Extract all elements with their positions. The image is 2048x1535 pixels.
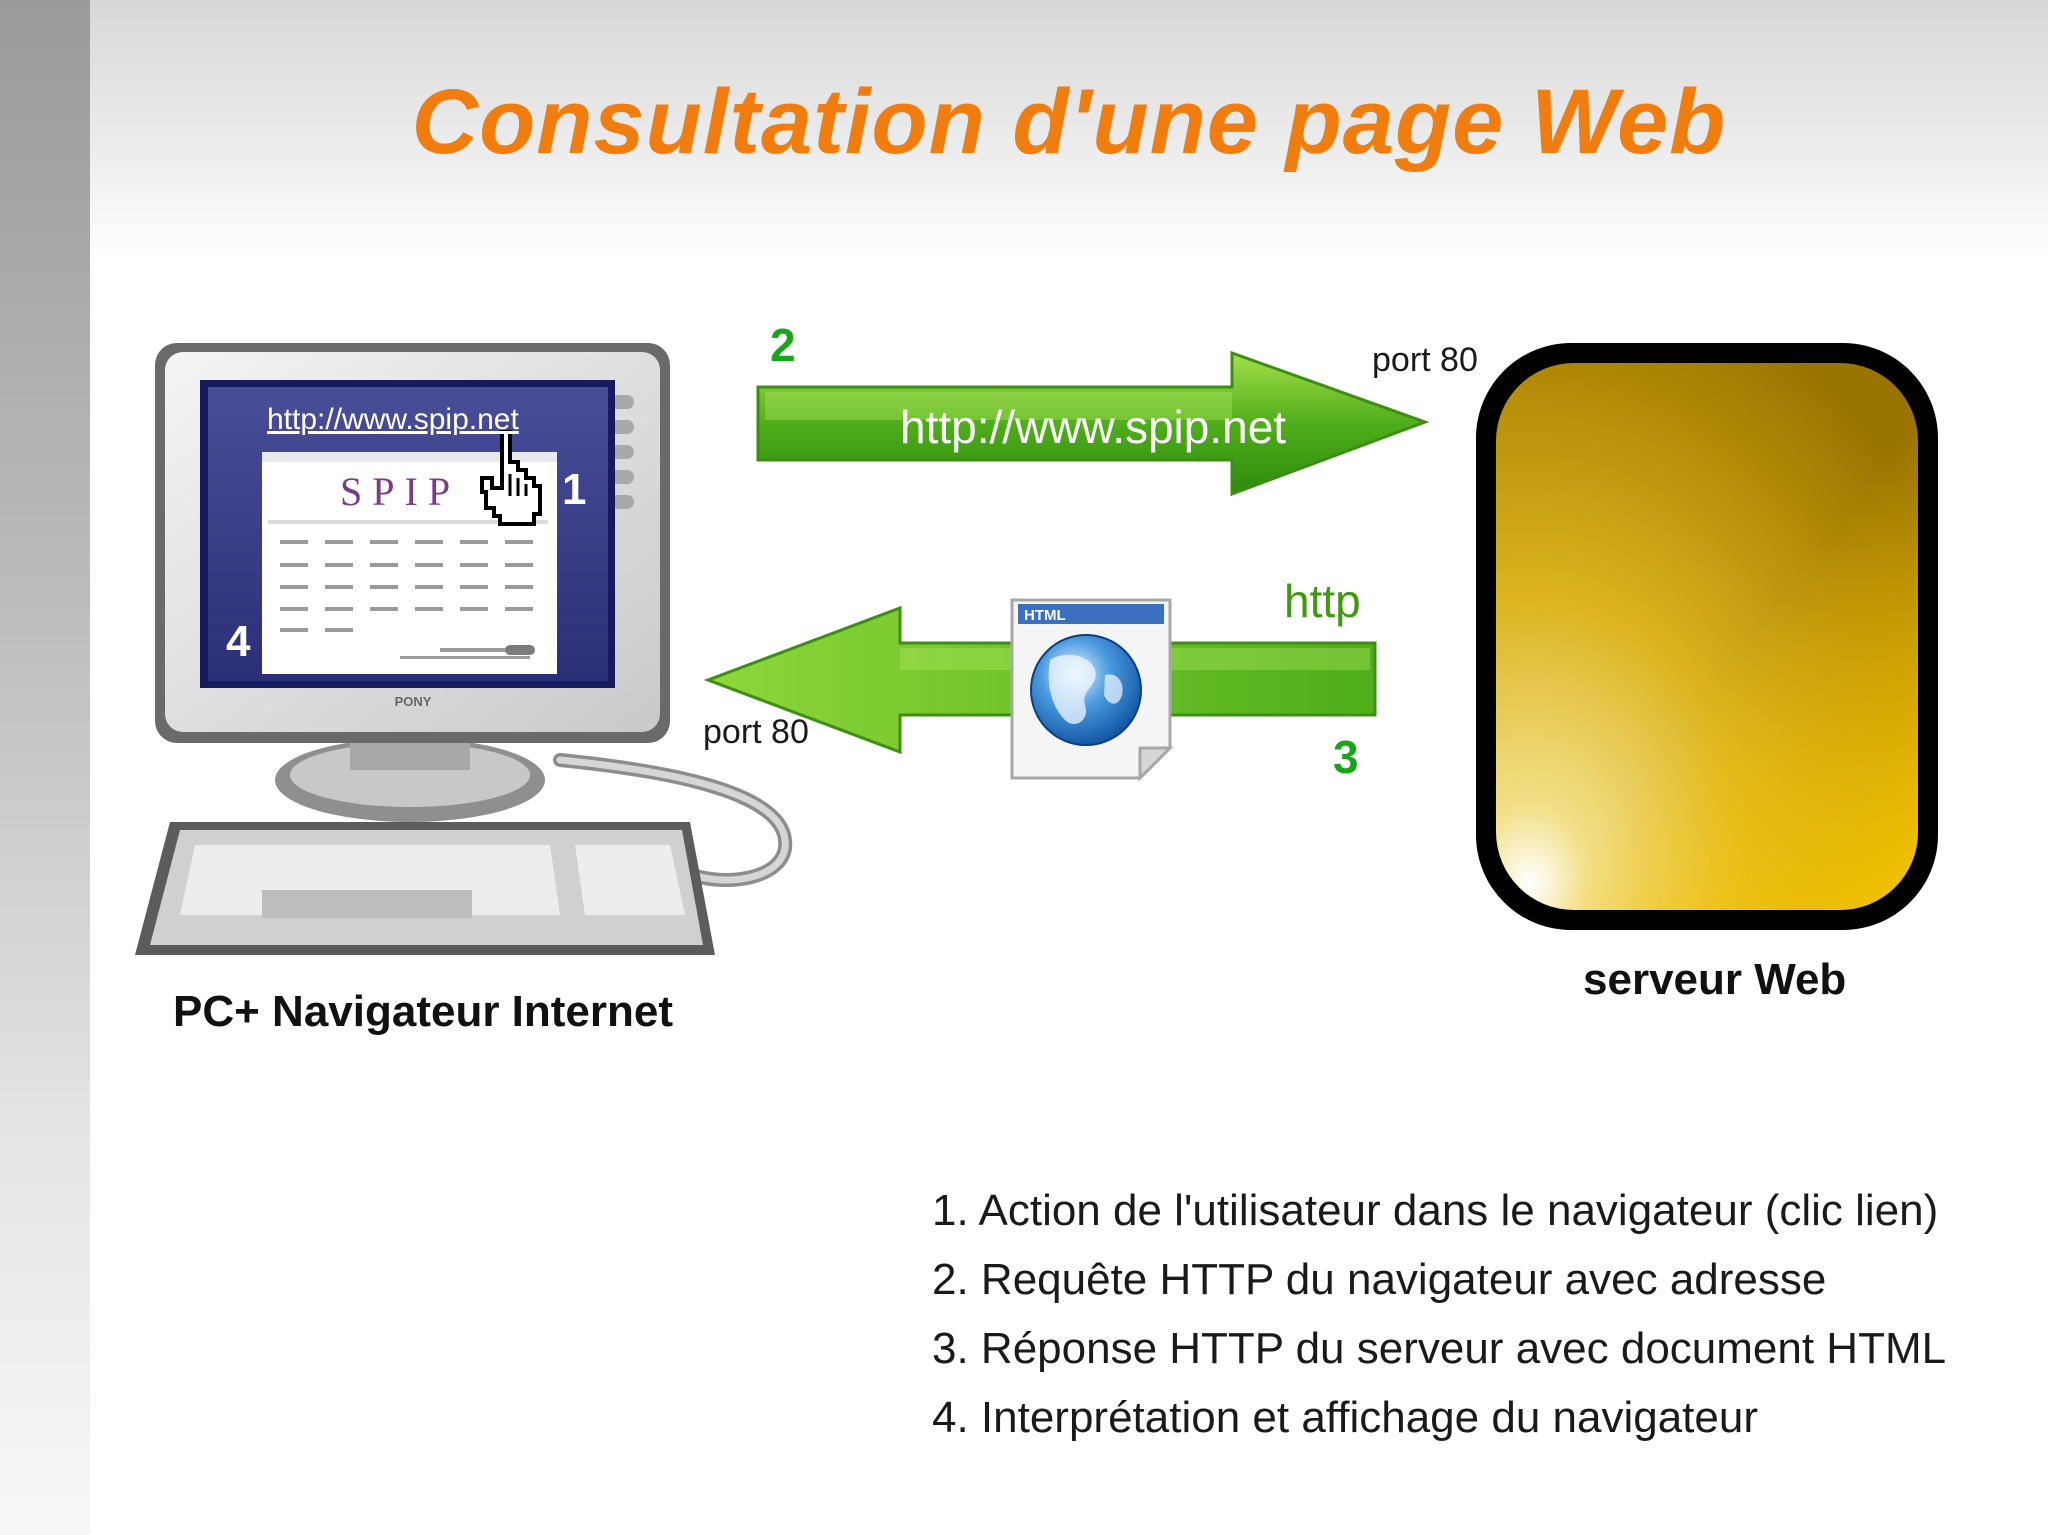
slide-side-band (0, 0, 90, 1535)
browser-address-link[interactable]: http://www.spip.net (267, 403, 519, 436)
request-url-text: http://www.spip.net (900, 401, 1287, 453)
list-item: 4. Interprétation et affichage du naviga… (932, 1393, 1758, 1442)
html-badge-text: HTML (1024, 607, 1066, 624)
spip-logo-text: SPIP (340, 469, 460, 514)
server-icon (1476, 343, 1938, 930)
steps-list: 1. Action de l'utilisateur dans le navig… (932, 1185, 1946, 1461)
slide-title: Consultation d'une page Web (411, 71, 1727, 173)
list-item: 1. Action de l'utilisateur dans le navig… (932, 1186, 1939, 1235)
response-protocol-label: http (1284, 575, 1361, 627)
response-step-number: 3 (1333, 731, 1359, 783)
request-step-number: 2 (770, 319, 796, 371)
request-arrow (756, 350, 1430, 497)
screen-step-4-marker: 4 (226, 617, 251, 666)
server-label: serveur Web (1583, 955, 1847, 1004)
client-label: PC+ Navigateur Internet (173, 987, 674, 1036)
request-port-label: port 80 (1372, 341, 1478, 379)
response-port-label: port 80 (703, 713, 809, 751)
screen-step-1-marker: 1 (562, 465, 587, 514)
computer-icon: SPIP PONY (135, 343, 793, 955)
slide-header-background (90, 0, 2048, 260)
pointing-hand-cursor-icon (480, 430, 542, 526)
globe-icon (1030, 634, 1142, 746)
monitor-brand-label: PONY (395, 694, 432, 709)
list-item: 2. Requête HTTP du navigateur avec adres… (932, 1255, 1827, 1304)
list-item: 3. Réponse HTTP du serveur avec document… (932, 1324, 1947, 1373)
